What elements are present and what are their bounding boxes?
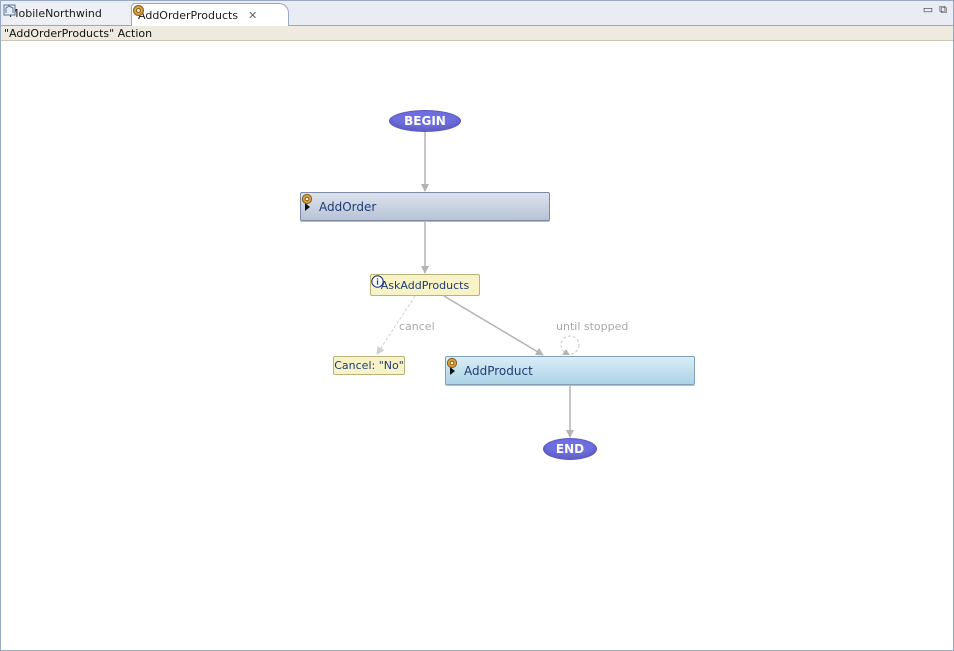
- tab-label: AddOrderProducts: [138, 8, 239, 22]
- end-label: END: [555, 442, 585, 456]
- edge-ask-addproduct: [443, 295, 544, 356]
- tab-add-order-products[interactable]: AddOrderProducts ✕: [131, 3, 289, 26]
- addorder-step[interactable]: AddOrder: [300, 192, 550, 221]
- edge-ask-cancel: [376, 295, 416, 355]
- edge-label-until-stopped: until stopped: [556, 320, 629, 333]
- ask-add-products-label: AskAddProducts: [380, 278, 470, 292]
- addorder-label: AddOrder: [319, 199, 377, 214]
- edge-loop-until-stopped: [560, 335, 580, 355]
- begin-label: BEGIN: [404, 114, 446, 128]
- info-icon: [371, 275, 384, 288]
- begin-node[interactable]: BEGIN: [389, 110, 461, 132]
- editor-tab-bar: MobileNorthwind AddOrderProducts ✕ ▭ ⧉: [1, 1, 953, 26]
- edge-loop-arrowhead: [562, 349, 570, 355]
- map-icon: [3, 4, 16, 16]
- minimize-icon[interactable]: ▭: [922, 3, 934, 16]
- addproduct-label: AddProduct: [464, 363, 533, 378]
- flow-canvas[interactable]: BEGIN AddOrder AskAddProducts cancel unt…: [1, 42, 953, 650]
- editor-title: "AddOrderProducts" Action: [1, 26, 953, 41]
- window-controls: ▭ ⧉: [923, 3, 947, 17]
- cancel-result-node[interactable]: Cancel: "No": [333, 356, 405, 375]
- end-node[interactable]: END: [543, 438, 597, 460]
- gear-icon: [133, 5, 144, 16]
- tab-mobile-northwind[interactable]: MobileNorthwind: [3, 3, 129, 24]
- ask-add-products-prompt[interactable]: AskAddProducts: [370, 274, 480, 296]
- cancel-result-label: Cancel: "No": [334, 359, 404, 372]
- edge-label-cancel: cancel: [399, 320, 435, 333]
- tab-label: MobileNorthwind: [9, 7, 102, 20]
- expand-triangle-icon[interactable]: [305, 202, 310, 211]
- flow-edges: [376, 131, 580, 438]
- restore-icon[interactable]: ⧉: [939, 3, 947, 16]
- gear-icon: [446, 357, 458, 369]
- gear-icon: [301, 193, 313, 205]
- addproduct-step[interactable]: AddProduct: [445, 356, 695, 385]
- close-icon[interactable]: ✕: [248, 8, 258, 22]
- expand-triangle-icon[interactable]: [450, 366, 455, 375]
